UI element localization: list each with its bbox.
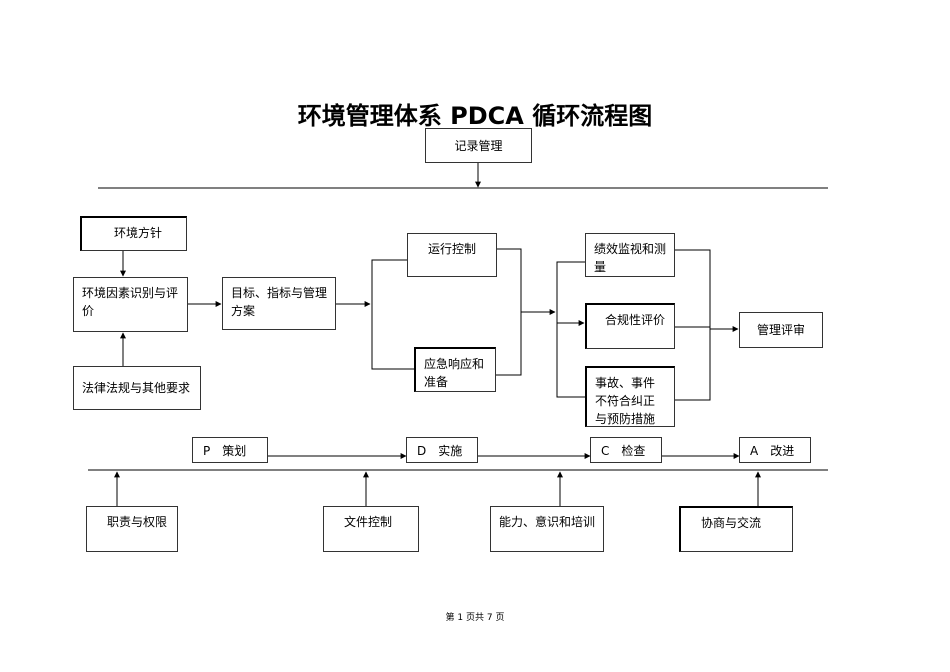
do-branch-bracket xyxy=(371,259,414,370)
management-review-box: 管理评审 xyxy=(739,312,823,348)
phase-act-box: A 改进 xyxy=(739,437,811,463)
consultation-communication-box: 协商与交流 xyxy=(679,506,793,552)
legal-requirements-box: 法律法规与其他要求 xyxy=(73,366,201,410)
page-footer: 第 1 页共 7 页 xyxy=(445,613,505,623)
compliance-evaluation-box: 合规性评价 xyxy=(585,303,675,349)
competence-training-box: 能力、意识和培训 xyxy=(490,506,604,552)
environmental-aspects-box: 环境因素识别与评价 xyxy=(73,277,188,332)
check-branch-bracket xyxy=(556,261,587,398)
check-merge-bracket xyxy=(675,249,711,401)
record-management-box: 记录管理 xyxy=(425,128,532,163)
environmental-policy-box: 环境方针 xyxy=(80,216,187,251)
document-control-box: 文件控制 xyxy=(323,506,419,552)
phase-check-box: C 检查 xyxy=(590,437,662,463)
do-merge-bracket xyxy=(496,248,522,376)
corrective-action-box: 事故、事件不符合纠正与预防措施 xyxy=(585,366,675,427)
operational-control-box: 运行控制 xyxy=(407,233,497,277)
emergency-response-box: 应急响应和准备 xyxy=(414,347,496,392)
phase-plan-box: P 策划 xyxy=(192,437,268,463)
page-title: 环境管理体系 PDCA 循环流程图 xyxy=(297,102,653,130)
performance-monitoring-box: 绩效监视和测量 xyxy=(585,233,675,277)
phase-do-box: D 实施 xyxy=(406,437,478,463)
objectives-targets-box: 目标、指标与管理方案 xyxy=(222,277,336,330)
responsibility-authority-box: 职责与权限 xyxy=(86,506,178,552)
